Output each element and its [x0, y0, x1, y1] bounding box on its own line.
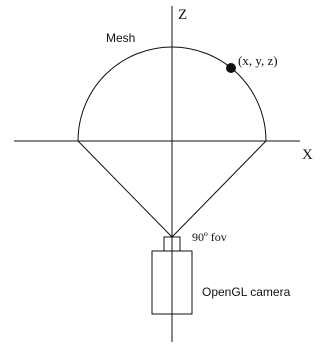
x-axis-label: X [302, 147, 313, 163]
fov-right-line [171, 140, 267, 238]
mesh-label: Mesh [106, 31, 135, 45]
fov-left-line [77, 140, 173, 238]
z-axis-label: Z [178, 7, 187, 23]
camera-label: OpenGL camera [202, 285, 291, 299]
camera-body [151, 250, 193, 315]
fov-label: 90º fov [192, 230, 227, 244]
mesh-point [226, 63, 236, 73]
point-label: (x, y, z) [238, 53, 278, 68]
mesh-hemisphere [77, 46, 267, 142]
